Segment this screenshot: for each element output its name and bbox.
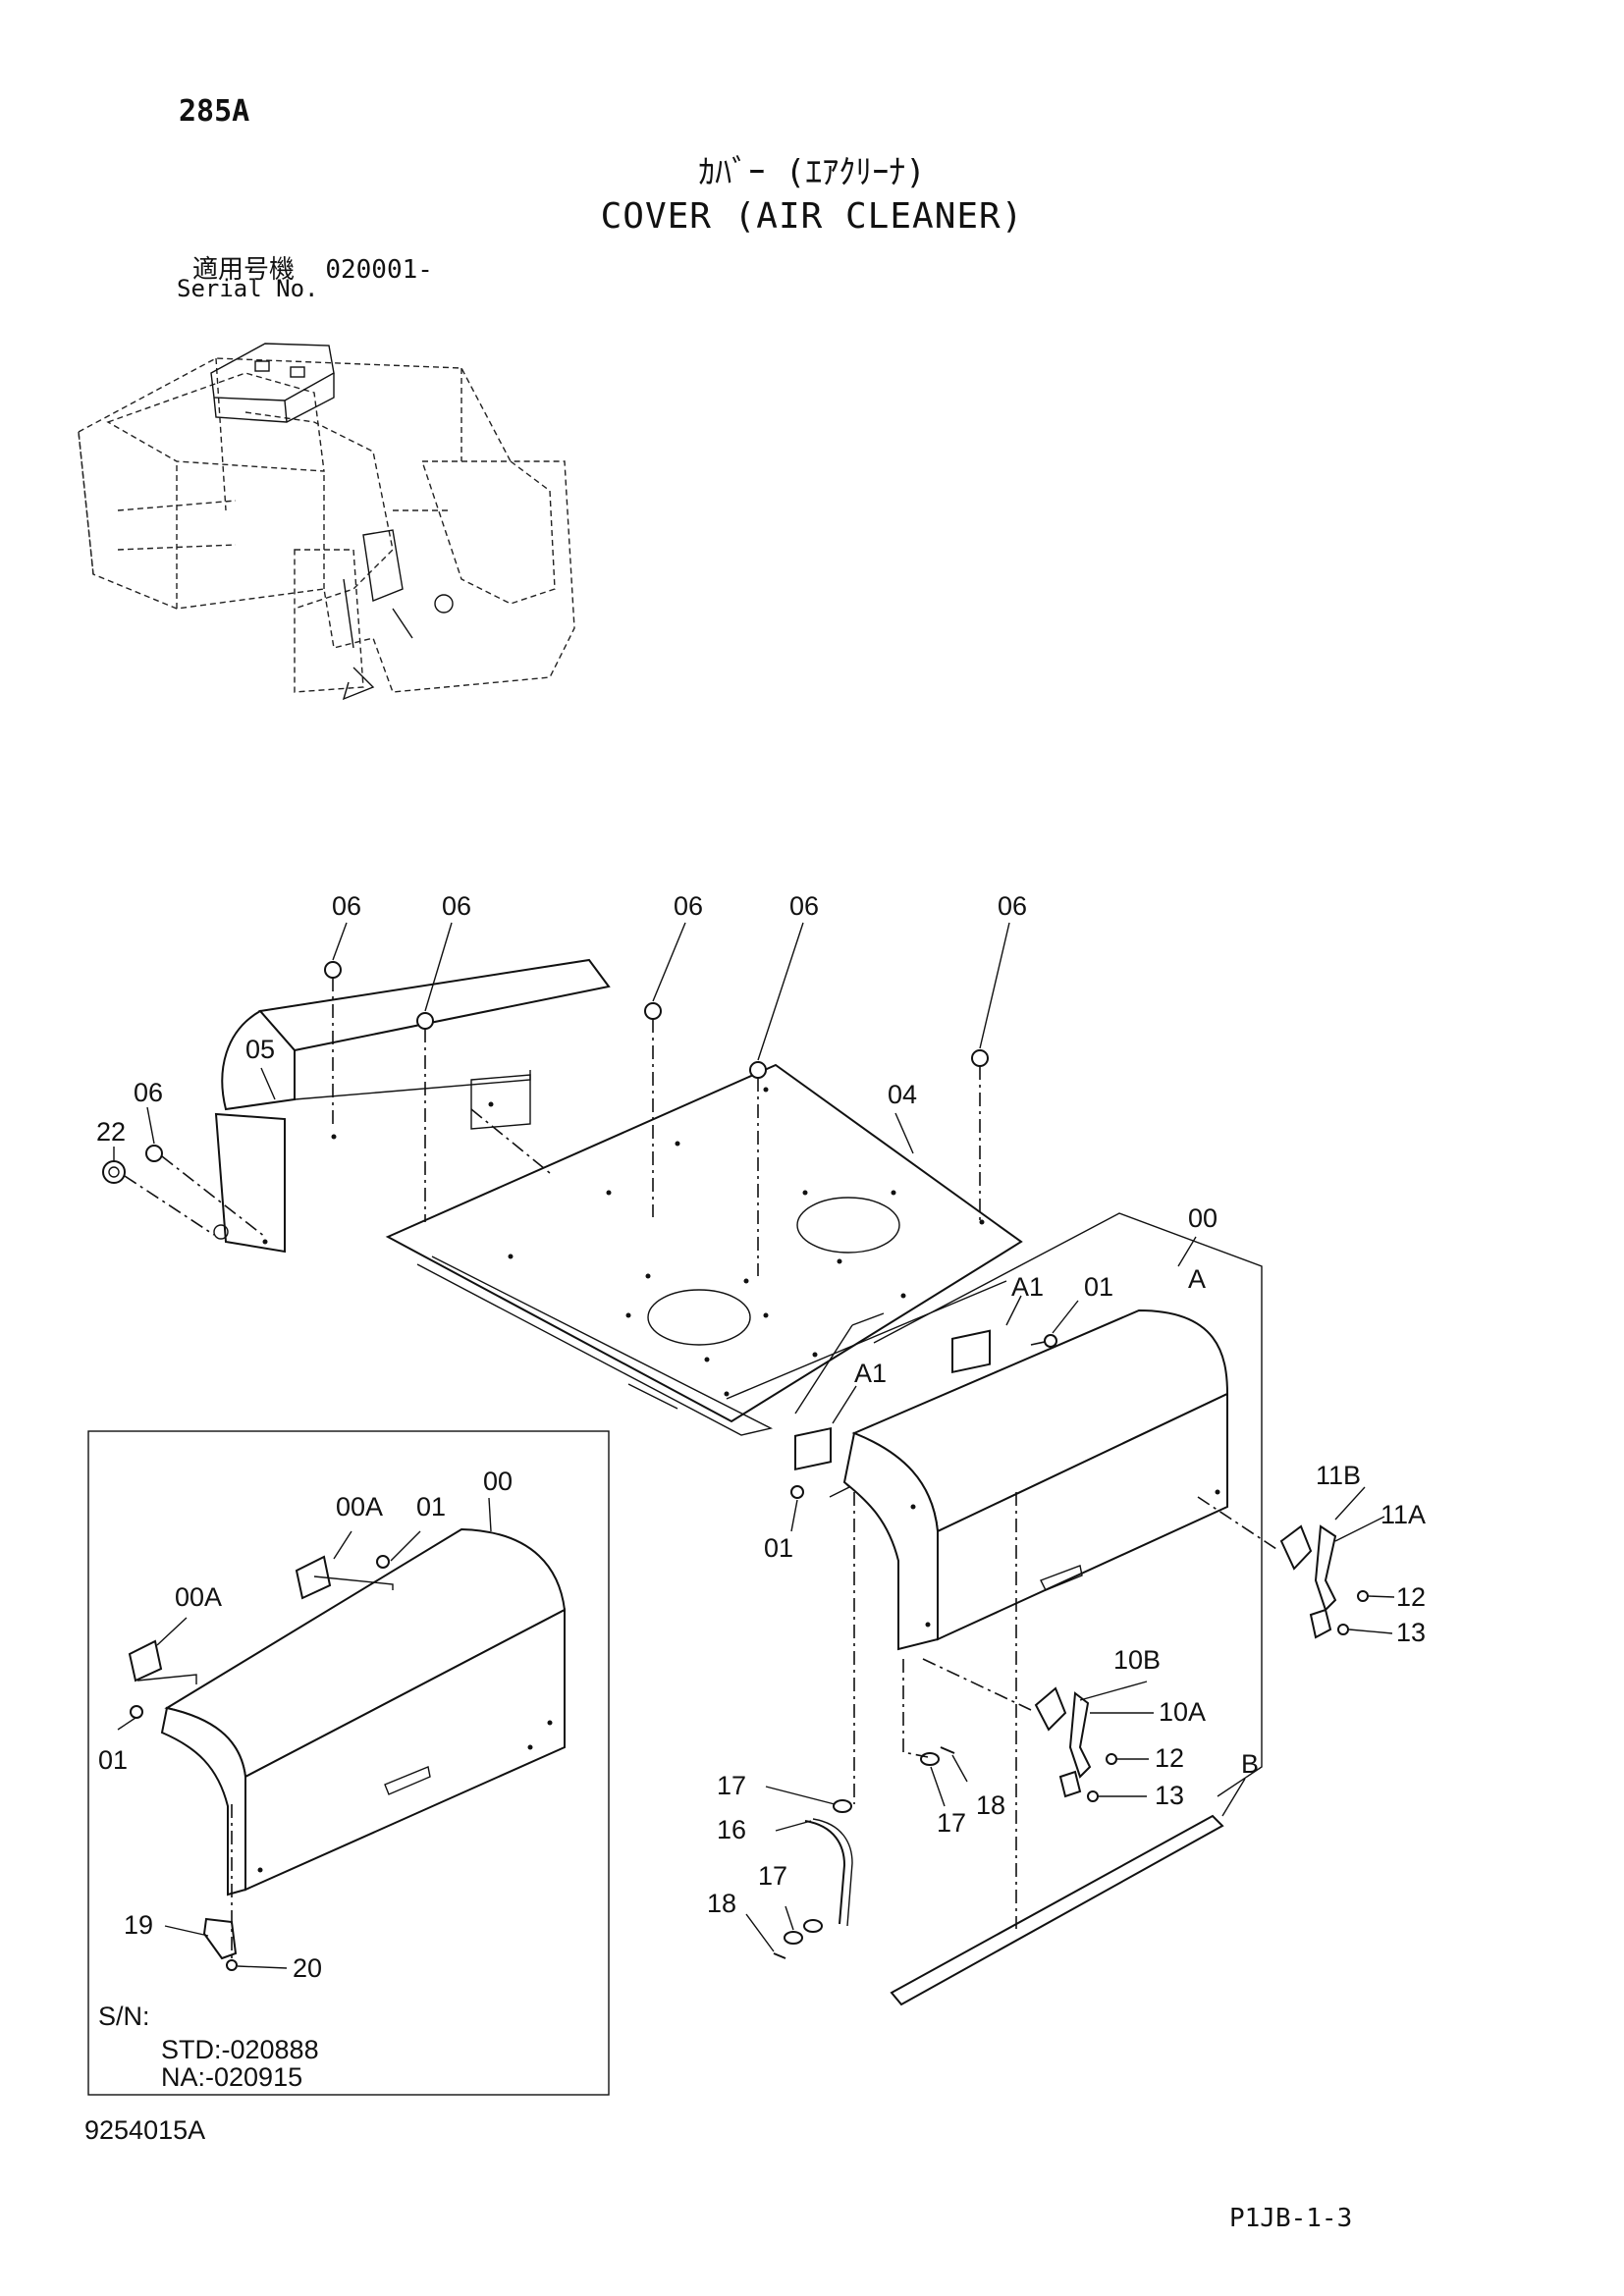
callout-10b: 10B — [1113, 1645, 1161, 1675]
callout-06-c: 06 — [674, 891, 703, 921]
inset-callout-00a-lower: 00A — [175, 1582, 222, 1612]
part-04-top-plate — [385, 1063, 1023, 1436]
callout-10a: 10A — [1159, 1697, 1206, 1727]
callout-18-right: 18 — [976, 1790, 1005, 1820]
inset-callout-00a-upper: 00A — [336, 1492, 383, 1522]
machine-location-sketch — [78, 343, 575, 701]
callout-13-lower: 13 — [1155, 1781, 1184, 1810]
callout-group-lines — [726, 1212, 1263, 1797]
callout-17-c: 17 — [937, 1808, 966, 1838]
callout-01-upper: 01 — [1084, 1272, 1113, 1302]
hinges-a1 — [790, 1329, 1057, 1499]
callout-a: A — [1188, 1264, 1206, 1294]
inset-callout-20: 20 — [293, 1953, 322, 1983]
leader-lines — [113, 922, 1395, 1952]
serial-label-japanese: 適用号機 — [192, 255, 296, 285]
callout-01-lower: 01 — [764, 1533, 793, 1563]
callout-labels: 06 06 06 06 06 06 05 22 04 00 A A1 01 A1… — [96, 891, 1426, 1918]
inset-sn-label: S/N: — [98, 2002, 150, 2031]
part-b-seal-strip — [890, 1492, 1224, 2006]
callout-04: 04 — [888, 1080, 917, 1109]
figure-code: 9254015A — [84, 2115, 206, 2145]
callout-06-a: 06 — [332, 891, 361, 921]
callout-18-left: 18 — [707, 1889, 736, 1918]
serial-label-english: Serial No. — [177, 275, 319, 302]
callout-b: B — [1241, 1749, 1259, 1779]
lock-assembly-11 — [1197, 1496, 1369, 1639]
callout-17-a: 17 — [717, 1771, 746, 1800]
bolts-06 — [145, 961, 989, 1276]
inset-callout-01-upper: 01 — [416, 1492, 446, 1522]
title-japanese: ｶﾊﾞｰ (ｴｱｸﾘｰﾅ) — [698, 153, 926, 192]
title-english: COVER (AIR CLEANER) — [600, 196, 1024, 237]
part-22-nut — [102, 1160, 215, 1236]
inset-box: 00 00A 01 00A 01 19 20 S/N: STD:-020888 … — [87, 1430, 610, 2096]
serial-range-japanese: 適用号機 020001- — [192, 249, 433, 286]
callout-22: 22 — [96, 1117, 126, 1147]
callout-00: 00 — [1188, 1203, 1218, 1233]
callout-12-lower: 12 — [1155, 1743, 1184, 1773]
inset-callout-19: 19 — [124, 1910, 153, 1940]
callout-16: 16 — [717, 1815, 746, 1844]
part-00-door-cover — [829, 1308, 1229, 1651]
callout-05: 05 — [245, 1035, 275, 1064]
callout-06-b: 06 — [442, 891, 471, 921]
serial-range: 020001- — [325, 255, 433, 285]
inset-callout-00: 00 — [483, 1467, 513, 1496]
callout-06-e: 06 — [998, 891, 1027, 921]
sheet-code: P1JB-1-3 — [1229, 2204, 1353, 2233]
lock-assembly-10 — [922, 1658, 1117, 1802]
callout-a1-lower: A1 — [854, 1359, 887, 1388]
part-16-prop-rod — [773, 1492, 955, 1959]
page-code: 285A — [179, 94, 250, 129]
callout-06-d: 06 — [789, 891, 819, 921]
callout-06-f: 06 — [134, 1078, 163, 1107]
inset-sn-na: NA:-020915 — [161, 2062, 302, 2092]
inset-callout-01-lower: 01 — [98, 1745, 128, 1775]
callout-11a: 11A — [1380, 1500, 1426, 1529]
inset-sn-std: STD:-020888 — [161, 2035, 319, 2064]
callout-12-upper: 12 — [1396, 1582, 1426, 1612]
callout-11b: 11B — [1316, 1461, 1361, 1490]
callout-17-b: 17 — [758, 1861, 787, 1891]
callout-a1-upper: A1 — [1011, 1272, 1044, 1302]
part-05-rear-cover — [213, 958, 611, 1254]
callout-13-upper: 13 — [1396, 1618, 1426, 1647]
